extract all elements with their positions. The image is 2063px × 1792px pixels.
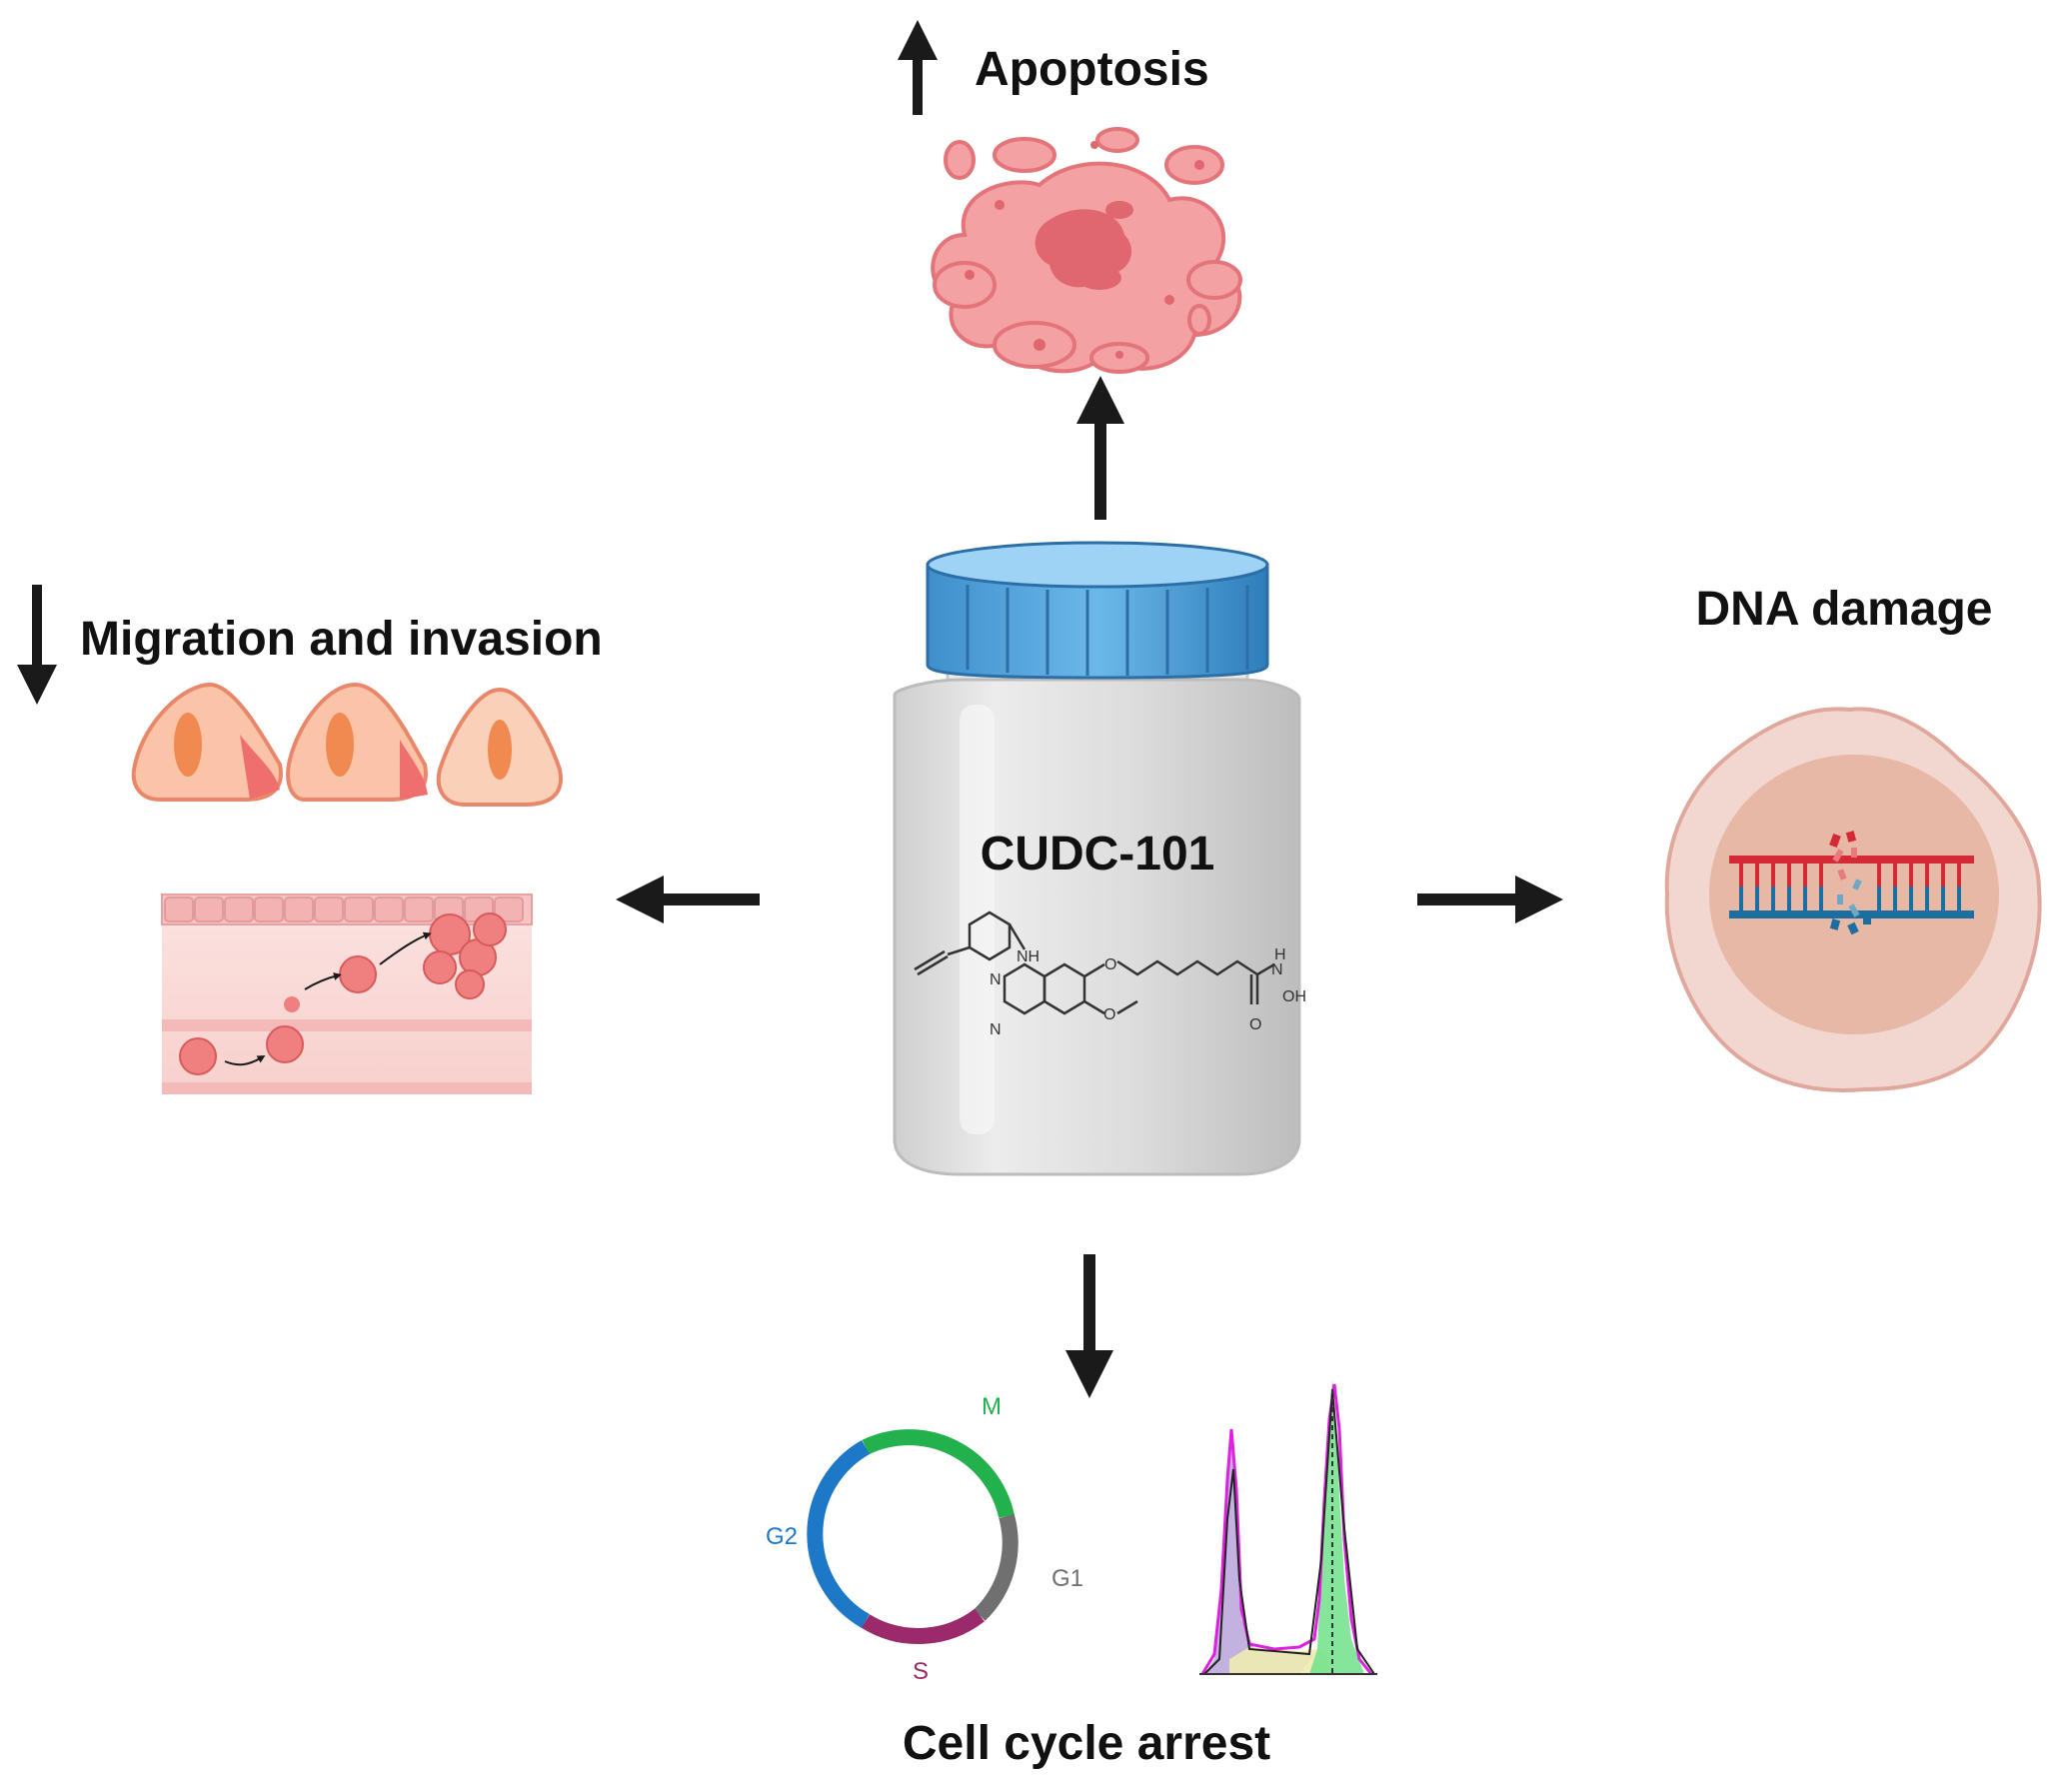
svg-text:H: H — [1274, 946, 1286, 963]
svg-text:NH: NH — [1017, 948, 1039, 965]
damaged-nucleus-icon — [1664, 707, 2042, 1092]
phase-label-m: M — [982, 1393, 1002, 1420]
migration-label: Migration and invasion — [80, 613, 603, 666]
apoptosis-group: Apoptosis — [898, 20, 1242, 520]
svg-text:N: N — [1271, 961, 1283, 978]
dna-break — [1829, 831, 1871, 935]
bottle-cap — [926, 541, 1269, 680]
cell-cycle-ring — [807, 1429, 1019, 1644]
svg-text:O: O — [1103, 1006, 1115, 1023]
drug-name-label: CUDC-101 — [981, 828, 1215, 881]
phase-label-s: S — [913, 1658, 929, 1685]
svg-text:O: O — [1249, 1016, 1261, 1033]
phase-label-g1: G1 — [1051, 1565, 1083, 1592]
chemical-structure — [914, 910, 1275, 1015]
phase-label-g2: G2 — [766, 1523, 798, 1550]
blood-vessel-invasion-icon — [161, 894, 533, 1094]
dna-damage-group: DNA damage — [1417, 583, 2042, 1092]
migration-group: Migration and invasion — [17, 585, 760, 1094]
cell-cycle-label: Cell cycle arrest — [903, 1717, 1270, 1770]
drug-bottle: CUDC-101 NH N N O H N — [893, 541, 1306, 1176]
chemical-structure-atoms: NH N N O H N OH O O — [990, 946, 1306, 1038]
apoptosis-label: Apoptosis — [975, 43, 1209, 96]
flow-cytometry-histogram-icon — [1199, 1379, 1377, 1675]
svg-text:N: N — [990, 1021, 1002, 1038]
svg-text:OH: OH — [1282, 988, 1306, 1005]
dna-damage-label: DNA damage — [1696, 583, 1993, 636]
svg-text:N: N — [990, 971, 1002, 988]
svg-text:O: O — [1104, 956, 1116, 973]
migrating-cells-icon — [131, 682, 563, 807]
cell-cycle-group: M G1 S G2 Cell cycle arrest — [766, 1254, 1377, 1770]
apoptotic-cell-icon — [931, 127, 1242, 374]
dna-double-helix-icon — [1729, 831, 1974, 935]
